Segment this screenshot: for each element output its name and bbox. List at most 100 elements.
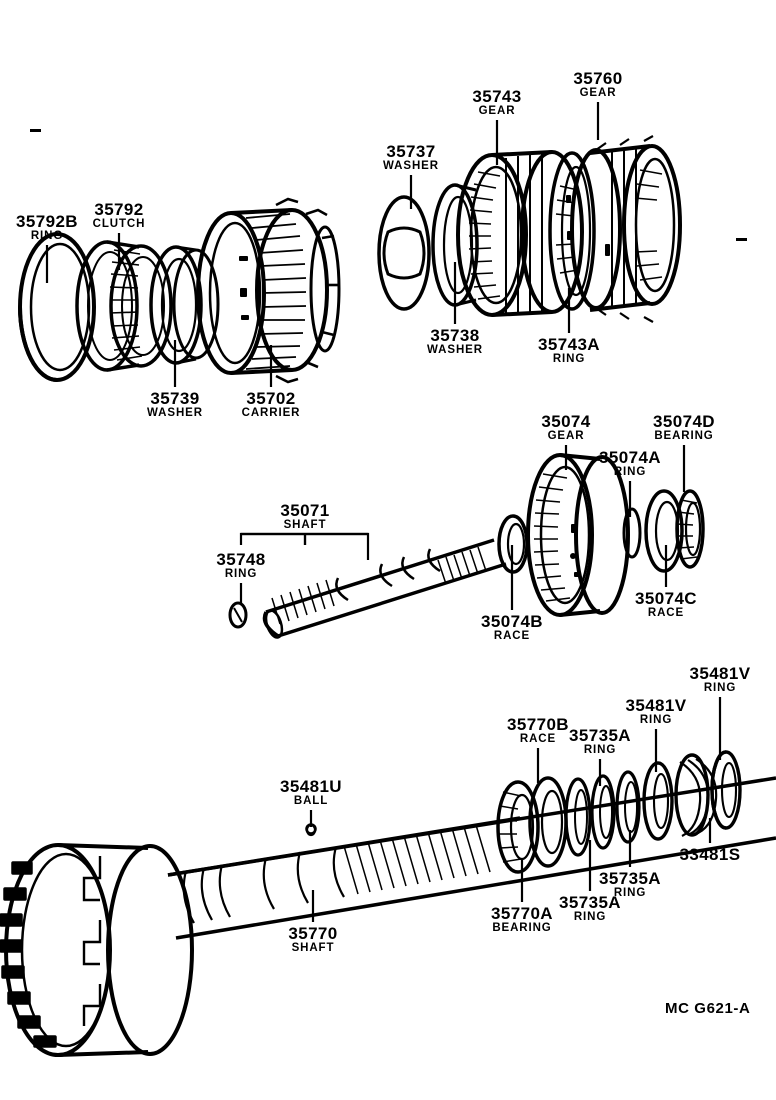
part-type: RING <box>613 466 647 478</box>
part-type: RING <box>30 230 64 242</box>
part-number: 33481S <box>679 845 741 864</box>
part-type: WASHER <box>427 344 483 356</box>
part-35739-washer <box>149 245 220 365</box>
part-number: 35792 <box>94 200 144 219</box>
part-35760-gear <box>570 135 682 323</box>
part-35702-carrier <box>196 197 341 384</box>
part-35770a-bearing <box>496 780 540 874</box>
part-type: RING <box>703 682 737 694</box>
part-35071-shaft <box>262 538 507 639</box>
part-35481v-ring-1 <box>642 761 674 841</box>
part-type: GEAR <box>478 105 516 117</box>
part-35743a-ring <box>548 151 596 311</box>
part-number: 35481V <box>689 664 751 683</box>
part-type: GEAR <box>547 430 585 442</box>
part-number: 35481V <box>625 696 687 715</box>
part-number: 35071 <box>280 501 330 520</box>
part-type: RACE <box>519 733 557 745</box>
part-type: RING <box>613 887 647 899</box>
part-33481s-spring <box>674 753 718 837</box>
part-number: 35735A <box>559 893 621 912</box>
callout-33481s: 33481S <box>679 846 740 863</box>
part-number: 35748 <box>216 550 266 569</box>
part-type: RING <box>573 911 607 923</box>
part-number: 35770 <box>288 924 338 943</box>
part-35074a-ring <box>622 507 642 559</box>
part-type: CLUTCH <box>92 218 146 230</box>
part-number: 35074A <box>599 448 661 467</box>
part-type: RING <box>224 568 258 580</box>
part-type: CARRIER <box>241 407 301 419</box>
part-type: RACE <box>647 607 685 619</box>
part-type: SHAFT <box>291 942 335 954</box>
part-number: 35792B <box>16 212 78 231</box>
registration-mark-left <box>30 129 41 132</box>
part-number: 35737 <box>386 142 436 161</box>
part-number: 35074 <box>541 412 591 431</box>
part-type: BEARING <box>654 430 714 442</box>
part-number: 35074C <box>635 589 697 608</box>
part-35792b-ring <box>18 232 96 382</box>
part-type: SHAFT <box>283 519 327 531</box>
part-number: 35760 <box>573 69 623 88</box>
part-number: 35074B <box>481 612 543 631</box>
part-type: RING <box>639 714 673 726</box>
part-number: 35743 <box>472 87 522 106</box>
part-35074d-bearing <box>675 489 705 569</box>
part-number: 35770B <box>507 715 569 734</box>
part-type: RACE <box>493 630 531 642</box>
part-number: 35074D <box>653 412 715 431</box>
part-number: 35739 <box>150 389 200 408</box>
part-number: 35743A <box>538 335 600 354</box>
part-35792-clutch <box>75 240 173 372</box>
part-number: 35735A <box>569 726 631 745</box>
part-type: WASHER <box>383 160 439 172</box>
part-type: GEAR <box>579 87 617 99</box>
part-35770-shaft <box>0 776 776 1057</box>
shaft-dimension-bracket <box>239 532 370 560</box>
part-35737-washer <box>377 195 431 311</box>
part-type: RING <box>583 744 617 756</box>
drawing-reference-code: MC G621-A <box>665 1000 751 1017</box>
part-35074-gear <box>526 453 630 617</box>
part-35743-gear <box>456 150 584 317</box>
registration-mark-right <box>736 238 747 241</box>
part-type: BALL <box>293 795 329 807</box>
part-type: BEARING <box>492 922 552 934</box>
part-35735a-ring-2 <box>590 774 616 850</box>
part-35735a-ring-3 <box>615 770 641 844</box>
part-number: 35481U <box>280 777 342 796</box>
part-number: 35702 <box>246 389 296 408</box>
part-type: WASHER <box>147 407 203 419</box>
part-35748-ring <box>228 601 248 629</box>
part-number: 35738 <box>430 326 480 345</box>
part-number: 35770A <box>491 904 553 923</box>
